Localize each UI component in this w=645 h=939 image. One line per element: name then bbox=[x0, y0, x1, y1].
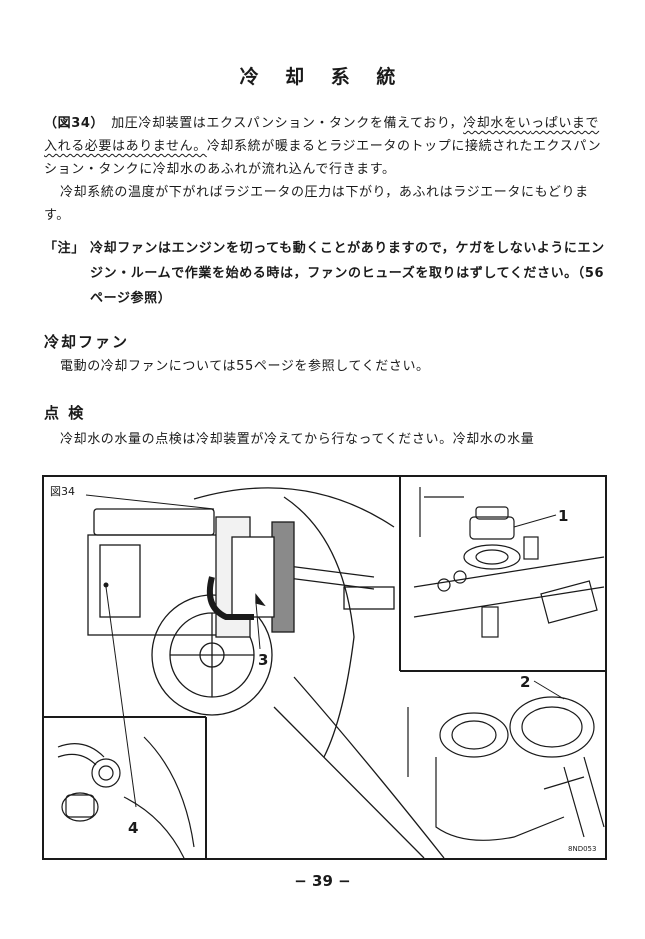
second-paragraph: 冷却系統の温度が下がればラジエータの圧力は下がり，あふれはラジエータにもどります… bbox=[44, 185, 589, 223]
section-heading-check: 点 検 bbox=[44, 404, 86, 422]
radiator-cap-closeup-drawing bbox=[413, 487, 605, 638]
intro-text-b: 冷却系統が暖まるとラジエータのトップに接続されたエクスパンション・タンクに冷却水… bbox=[44, 139, 602, 177]
expansion-tank-drawing bbox=[407, 696, 605, 841]
intro-emphasis-1: 冷却水をい bbox=[463, 116, 532, 131]
callout-3: 3 bbox=[258, 651, 268, 669]
figure-reference: （図34） bbox=[44, 116, 98, 131]
cooling-system-illustration: 図34 1 2 3 4 8ND053 bbox=[44, 477, 605, 859]
figure-code: 8ND053 bbox=[568, 845, 596, 853]
intro-text-a: 加圧冷却装置はエクスパンション・タンクを備えており， bbox=[97, 116, 464, 131]
drain-plug-closeup-drawing bbox=[57, 736, 195, 859]
radiator-drawing bbox=[206, 516, 295, 638]
callout-2: 2 bbox=[520, 673, 530, 691]
intro-emphasis-2: っぱいまで入れる必要はありません。 bbox=[44, 116, 600, 154]
caution-note: 「注」 冷却ファンはエンジンを切っても動くことがありますので，ケガをしないように… bbox=[44, 236, 614, 311]
section-text-check: 冷却水の水量の点検は冷却装置が冷えてから行なってください。冷却水の水量 bbox=[60, 432, 535, 447]
leader-lines bbox=[85, 494, 565, 808]
callout-1: 1 bbox=[558, 507, 568, 525]
note-text: 冷却ファンはエンジンを切っても動くことがありますので，ケガをしないようにエンジン… bbox=[90, 241, 605, 306]
drain-plug-dot bbox=[103, 582, 109, 588]
note-tag: 「注」 bbox=[44, 241, 85, 256]
callout-4: 4 bbox=[128, 819, 138, 837]
page-title: 冷 却 系 統 bbox=[239, 66, 406, 88]
figure-34: 図34 1 2 3 4 8ND053 bbox=[42, 475, 607, 860]
figure-label: 図34 bbox=[50, 485, 75, 498]
section-text-fan: 電動の冷却ファンについては55ページを参照してください。 bbox=[60, 359, 430, 374]
section-heading-fan: 冷却ファン bbox=[44, 333, 130, 351]
page-number: − 39 − bbox=[294, 872, 351, 890]
intro-paragraph: （図34） 加圧冷却装置はエクスパンション・タンクを備えており，冷却水をいっぱい… bbox=[44, 112, 610, 181]
